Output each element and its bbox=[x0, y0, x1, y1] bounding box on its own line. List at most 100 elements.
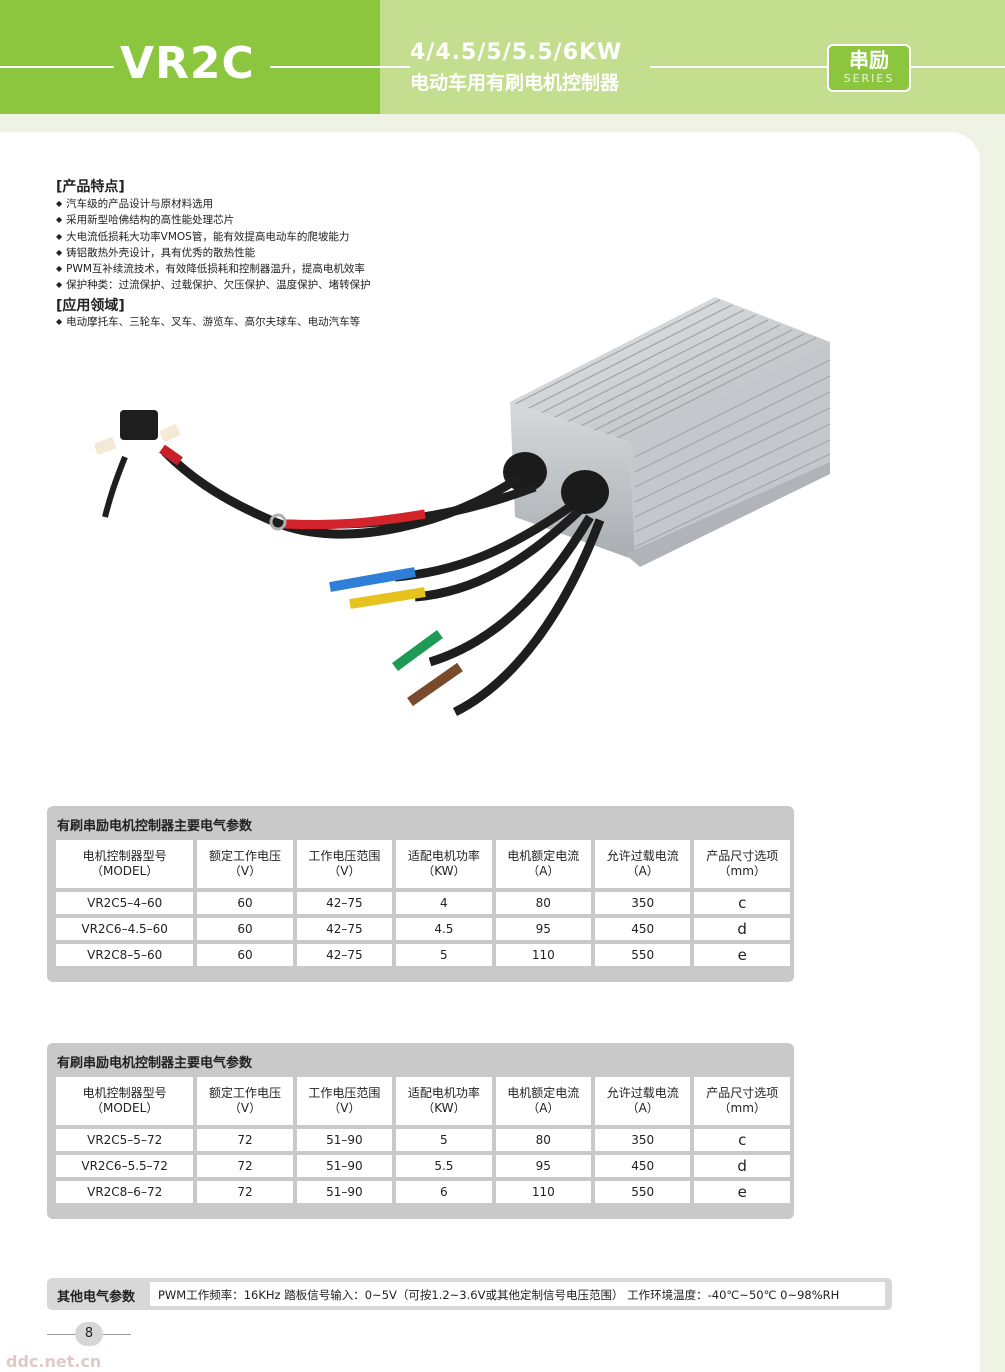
cell-size: e bbox=[694, 944, 790, 966]
cell: 72 bbox=[197, 1129, 293, 1151]
power-cable-red bbox=[284, 509, 426, 530]
heat-fins bbox=[514, 299, 817, 442]
header-cell: 电机控制器型号（MODEL） bbox=[56, 840, 194, 888]
housing-flange bbox=[625, 462, 830, 567]
brown-sleeve bbox=[407, 662, 463, 707]
params-table: 电机控制器型号（MODEL） 额定工作电压（V） 工作电压范围（V） 适配电机功… bbox=[52, 1073, 794, 1207]
table-row: VR2C6–5.5–72 72 51–90 5.5 95 450 d bbox=[56, 1155, 790, 1177]
table-row: VR2C6–4.5–60 60 42–75 4.5 95 450 d bbox=[56, 918, 790, 940]
header-cell: 额定工作电压（V） bbox=[197, 1077, 293, 1125]
params-table-60v: 有刷串励电机控制器主要电气参数 电机控制器型号（MODEL） 额定工作电压（V）… bbox=[47, 806, 794, 982]
header-rule-end bbox=[911, 66, 1005, 68]
cell: 350 bbox=[595, 1129, 691, 1151]
badge-cn-label: 串励 bbox=[849, 48, 889, 72]
cell-model: VR2C8–6–72 bbox=[56, 1181, 194, 1203]
cell: 95 bbox=[495, 1155, 591, 1177]
cell-size: c bbox=[694, 892, 790, 914]
cell: 450 bbox=[595, 918, 691, 940]
cell: 72 bbox=[197, 1181, 293, 1203]
features-title: [产品特点] bbox=[56, 179, 125, 195]
header-rule-right bbox=[650, 66, 830, 68]
params-table: 电机控制器型号（MODEL） 额定工作电压（V） 工作电压范围（V） 适配电机功… bbox=[52, 836, 794, 970]
series-badge: 串励 SERIES bbox=[827, 44, 911, 92]
header-cell: 电机额定电流（A） bbox=[495, 840, 591, 888]
cell: 60 bbox=[197, 892, 293, 914]
table-row: VR2C5–4–60 60 42–75 4 80 350 c bbox=[56, 892, 790, 914]
cell-model: VR2C5–5–72 bbox=[56, 1129, 194, 1151]
cell: 42–75 bbox=[296, 892, 393, 914]
cell: 5 bbox=[396, 1129, 492, 1151]
cell-size: d bbox=[694, 1155, 790, 1177]
ring-terminal bbox=[269, 513, 287, 531]
cell: 42–75 bbox=[296, 944, 393, 966]
header-rule-left bbox=[0, 66, 120, 68]
blue-sleeve bbox=[329, 567, 416, 592]
cell: 4 bbox=[396, 892, 492, 914]
page-number: 8 bbox=[75, 1322, 103, 1346]
motor-cable-3 bbox=[428, 514, 594, 667]
controller-product-image bbox=[95, 297, 831, 717]
table-header-row: 电机控制器型号（MODEL） 额定工作电压（V） 工作电压范围（V） 适配电机功… bbox=[56, 1077, 790, 1125]
model-title: VR2C bbox=[114, 42, 261, 86]
header-cell: 产品尺寸选项（mm） bbox=[694, 840, 790, 888]
header-cell: 允许过载电流（A） bbox=[595, 1077, 691, 1125]
header-cell: 产品尺寸选项（mm） bbox=[694, 1077, 790, 1125]
feature-item: 大电流低损耗大功率VMOS管，能有效提高电动车的爬坡能力 bbox=[56, 229, 371, 245]
cell: 51–90 bbox=[296, 1181, 393, 1203]
product-subtitle: 电动车用有刷电机控制器 bbox=[410, 72, 620, 94]
cell-model: VR2C8–5–60 bbox=[56, 944, 194, 966]
red-sleeve bbox=[159, 444, 183, 466]
motor-cable-1 bbox=[394, 503, 573, 582]
table-title: 有刷串励电机控制器主要电气参数 bbox=[57, 819, 253, 834]
thin-wire bbox=[102, 455, 128, 518]
cell: 42–75 bbox=[296, 918, 393, 940]
cell: 60 bbox=[197, 944, 293, 966]
cell: 72 bbox=[197, 1155, 293, 1177]
cell: 95 bbox=[495, 918, 591, 940]
table-row: VR2C5–5–72 72 51–90 5 80 350 c bbox=[56, 1129, 790, 1151]
header-cell: 工作电压范围（V） bbox=[296, 1077, 393, 1125]
header-cell: 适配电机功率（KW） bbox=[396, 1077, 492, 1125]
params-table-72v: 有刷串励电机控制器主要电气参数 电机控制器型号（MODEL） 额定工作电压（V）… bbox=[47, 1043, 794, 1219]
motor-cable-4 bbox=[452, 518, 605, 717]
table-row: VR2C8–5–60 60 42–75 5 110 550 e bbox=[56, 944, 790, 966]
cell: 350 bbox=[595, 892, 691, 914]
feature-item: PWM互补续流技术，有效降低损耗和控制器温升，提高电机效率 bbox=[56, 261, 371, 277]
other-params-label: 其他电气参数 bbox=[57, 1290, 136, 1305]
other-params-box: PWM工作频率：16KHz 踏板信号输入：0~5V（可按1.2~3.6V或其他定… bbox=[150, 1282, 885, 1306]
cell-model: VR2C6–5.5–72 bbox=[56, 1155, 194, 1177]
header-cell: 允许过载电流（A） bbox=[595, 840, 691, 888]
cell: 80 bbox=[495, 892, 591, 914]
cell: 110 bbox=[495, 944, 591, 966]
other-params-text: PWM工作频率：16KHz 踏板信号输入：0~5V（可按1.2~3.6V或其他定… bbox=[158, 1288, 840, 1302]
motor-cable-2 bbox=[414, 506, 584, 602]
cell: 5 bbox=[396, 944, 492, 966]
applications-title: [应用领域] bbox=[56, 298, 125, 314]
cell: 51–90 bbox=[296, 1155, 393, 1177]
table-header-row: 电机控制器型号（MODEL） 额定工作电压（V） 工作电压范围（V） 适配电机功… bbox=[56, 840, 790, 888]
power-range: 4/4.5/5/5.5/6KW bbox=[410, 40, 623, 65]
header-cell: 电机额定电流（A） bbox=[495, 1077, 591, 1125]
cell: 110 bbox=[495, 1181, 591, 1203]
cell-model: VR2C6–4.5–60 bbox=[56, 918, 194, 940]
cell: 550 bbox=[595, 944, 691, 966]
connector-plug bbox=[120, 410, 158, 440]
cell: 80 bbox=[495, 1129, 591, 1151]
green-sleeve bbox=[392, 629, 443, 672]
feature-item: 采用新型哈佛结构的高性能处理芯片 bbox=[56, 212, 371, 228]
cell: 51–90 bbox=[296, 1129, 393, 1151]
header-cell: 适配电机功率（KW） bbox=[396, 840, 492, 888]
yellow-sleeve bbox=[349, 587, 426, 609]
feature-item: 汽车级的产品设计与原材料选用 bbox=[56, 196, 371, 212]
badge-en-label: SERIES bbox=[843, 72, 895, 85]
cell-size: c bbox=[694, 1129, 790, 1151]
application-item: 电动摩托车、三轮车、叉车、游览车、高尔夫球车、电动汽车等 bbox=[56, 314, 360, 330]
cable-gland-right bbox=[561, 470, 609, 514]
cell: 60 bbox=[197, 918, 293, 940]
cell: 4.5 bbox=[396, 918, 492, 940]
header-cell: 工作电压范围（V） bbox=[296, 840, 393, 888]
feature-item: 铸铝散热外壳设计，具有优秀的散热性能 bbox=[56, 245, 371, 261]
table-row: VR2C8–6–72 72 51–90 6 110 550 e bbox=[56, 1181, 790, 1203]
cell: 450 bbox=[595, 1155, 691, 1177]
cell-model: VR2C5–4–60 bbox=[56, 892, 194, 914]
